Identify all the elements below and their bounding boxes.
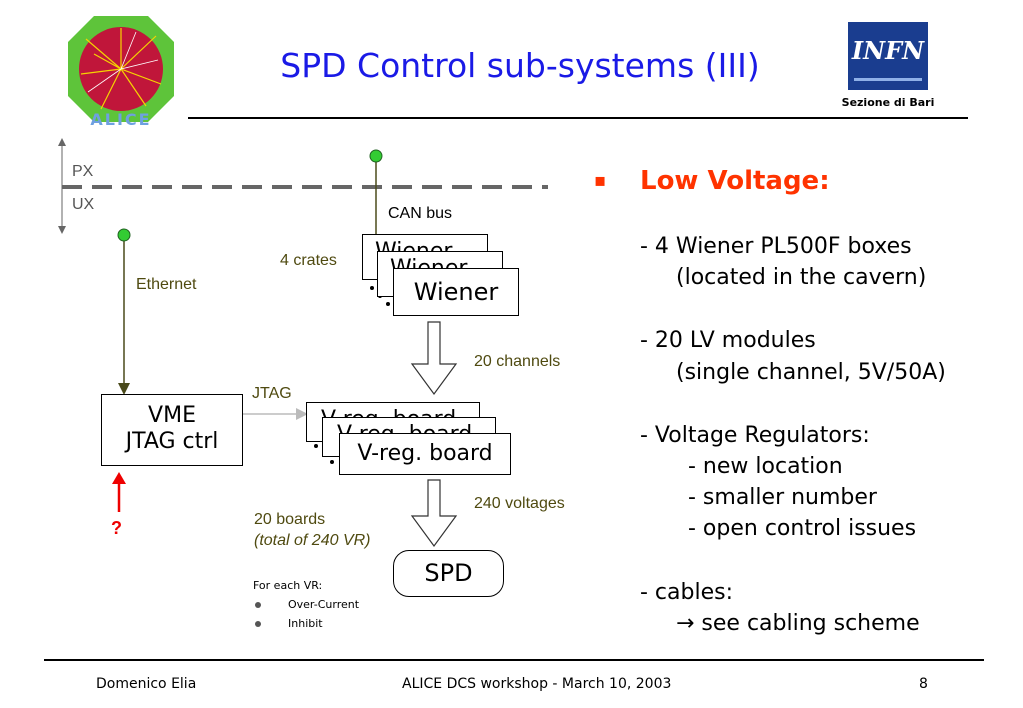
line-cavern: (located in the cavern) bbox=[676, 265, 927, 290]
vreg-box-label: V-reg. board bbox=[357, 441, 493, 466]
crates-label: 4 crates bbox=[280, 252, 337, 269]
line-voltage-regulators: - Voltage Regulators: bbox=[640, 423, 870, 448]
line-smaller-number: - smaller number bbox=[688, 485, 877, 510]
boards-total-label: (total of 240 VR) bbox=[254, 532, 371, 549]
alice-logo-graphic bbox=[68, 16, 174, 122]
question-mark: ? bbox=[111, 518, 122, 538]
can-bus-label: CAN bus bbox=[388, 205, 453, 222]
page-title: SPD Control sub-systems (III) bbox=[280, 46, 760, 85]
jtag-ctrl-label: JTAG ctrl bbox=[125, 429, 219, 454]
header-rule bbox=[188, 117, 968, 119]
infn-logo-text: INFN bbox=[851, 36, 925, 65]
boards-label: 20 boards bbox=[254, 511, 326, 528]
alice-logo-text: ALICE bbox=[90, 110, 152, 129]
infn-subtext: Sezione di Bari bbox=[841, 96, 935, 109]
line-single-channel: (single channel, 5V/50A) bbox=[676, 360, 946, 385]
vr-heading: For each VR: bbox=[253, 579, 323, 592]
vr-bullet-dot-2 bbox=[255, 621, 261, 627]
vr-item-over-current: Over-Current bbox=[288, 598, 360, 611]
diagram-graphics bbox=[58, 138, 548, 627]
line-wiener-boxes: - 4 Wiener PL500F boxes bbox=[640, 234, 912, 259]
line-cabling-scheme: → see cabling scheme bbox=[676, 611, 920, 636]
spd-label: SPD bbox=[424, 559, 473, 587]
red-arrow-head bbox=[112, 472, 126, 484]
wiener-to-vreg-arrow bbox=[410, 321, 458, 396]
footer-rule bbox=[44, 659, 984, 661]
voltages-label: 240 voltages bbox=[474, 495, 565, 512]
footer-event: ALICE DCS workshop - March 10, 2003 bbox=[402, 676, 672, 692]
vreg-to-spd-arrow bbox=[410, 479, 458, 548]
infn-logo: INFN bbox=[848, 22, 928, 90]
infn-logo-stripe bbox=[854, 78, 922, 81]
footer-author: Domenico Elia bbox=[96, 676, 197, 692]
can-bus-node bbox=[369, 149, 383, 163]
vme-jtag-box: VME JTAG ctrl bbox=[101, 394, 243, 466]
bullet-marker: ▪ bbox=[594, 170, 607, 191]
ethernet-node bbox=[117, 228, 131, 242]
wiener-box-label: Wiener bbox=[413, 278, 499, 306]
line-cables: - cables: bbox=[640, 580, 733, 605]
line-lv-modules: - 20 LV modules bbox=[640, 328, 816, 353]
alice-logo: ALICE bbox=[66, 14, 176, 130]
footer-page-number: 8 bbox=[919, 676, 928, 692]
vme-label: VME bbox=[148, 403, 196, 428]
line-open-control: - open control issues bbox=[688, 516, 917, 541]
spd-box: SPD bbox=[393, 550, 504, 597]
low-voltage-heading: Low Voltage: bbox=[640, 166, 830, 196]
vr-item-inhibit: Inhibit bbox=[288, 617, 323, 630]
vreg-box: V-reg. board bbox=[339, 433, 511, 475]
ethernet-label: Ethernet bbox=[136, 276, 197, 293]
channels-label: 20 channels bbox=[474, 353, 561, 370]
zone-label-px: PX bbox=[72, 163, 94, 180]
line-new-location: - new location bbox=[688, 454, 843, 479]
zone-label-ux: UX bbox=[72, 196, 95, 213]
wiener-box: Wiener bbox=[393, 268, 519, 316]
jtag-label: JTAG bbox=[252, 385, 292, 402]
vr-bullet-dot-1 bbox=[255, 602, 261, 608]
